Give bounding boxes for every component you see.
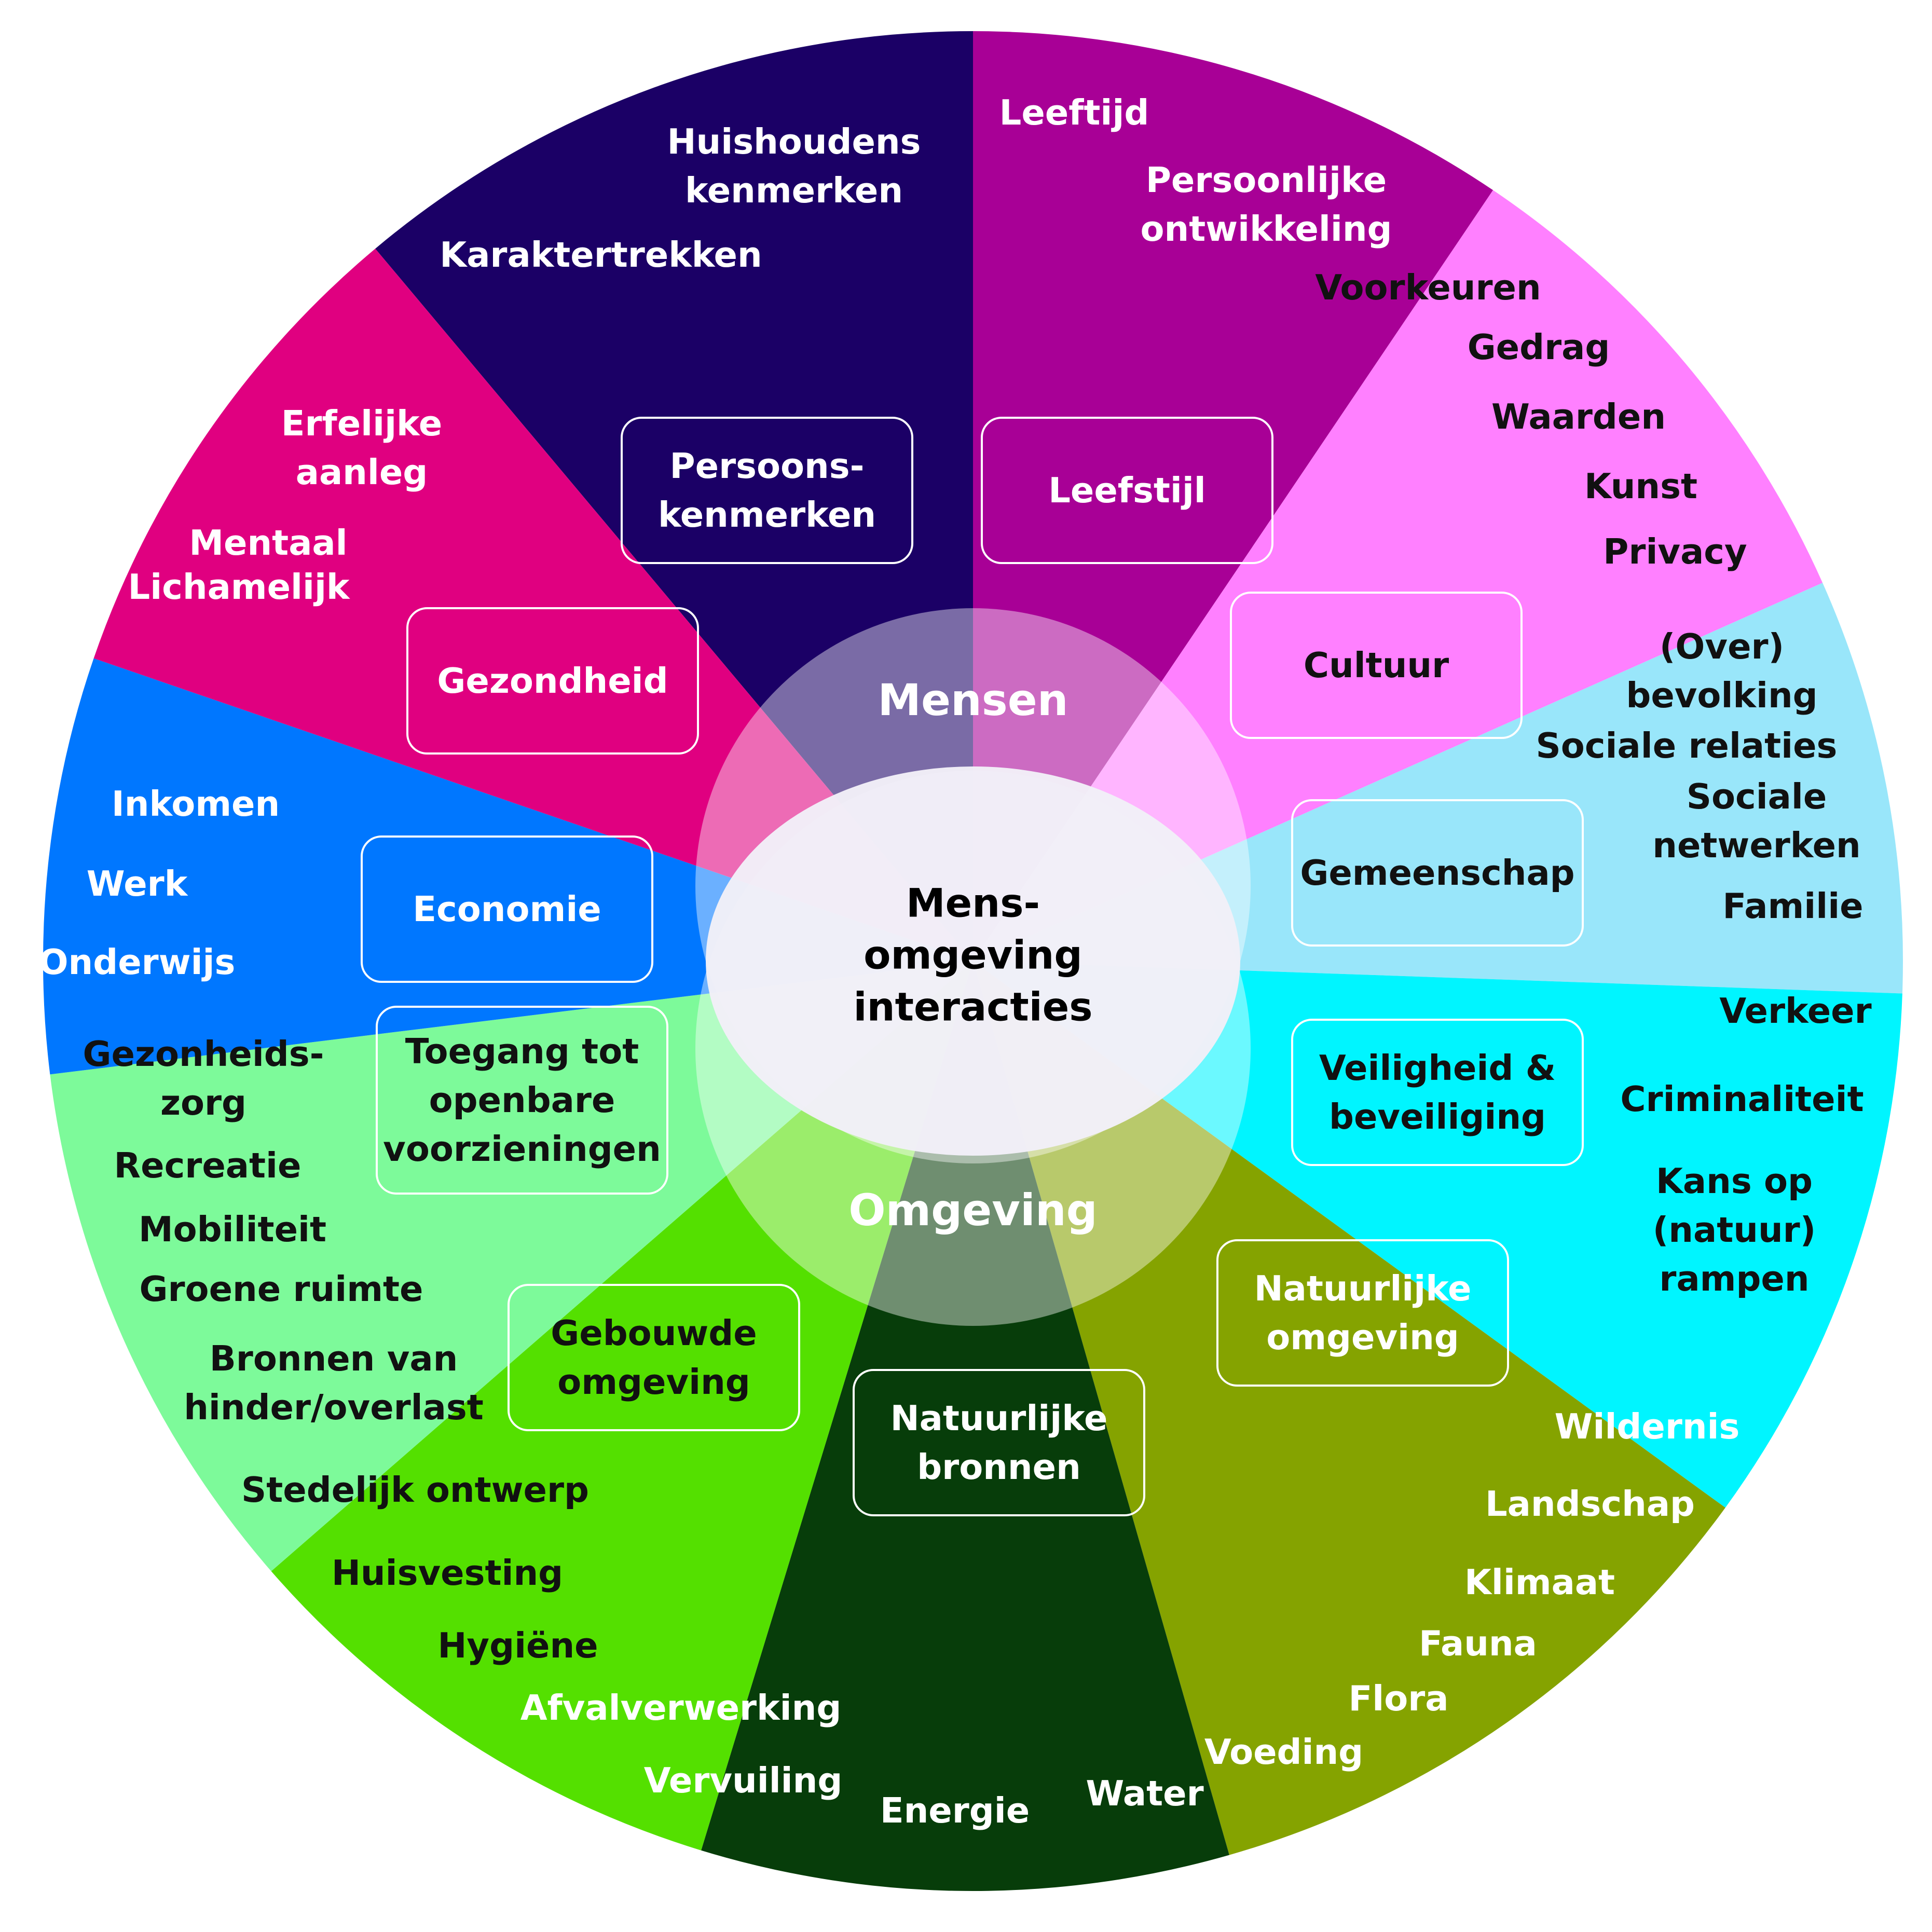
sector-item-label: Afvalverwerking: [520, 1688, 842, 1728]
sector-item-label: Kunst: [1584, 466, 1697, 506]
sector-item-label: Privacy: [1603, 531, 1747, 572]
sector-natuurlijke-omgeving: [973, 961, 1725, 1855]
category-label-cultuur: Cultuur: [1304, 645, 1449, 686]
sector-item-label: Voeding: [1204, 1732, 1363, 1772]
category-box-gebouwde-omgeving: [508, 1284, 800, 1431]
category-box-economie: [361, 835, 653, 983]
sector-item-label: Recreatie: [114, 1145, 302, 1186]
category-box-veiligheid: [1291, 1019, 1584, 1166]
sector-item-label: Mobiliteit: [139, 1209, 326, 1250]
sector-item-label: Criminaliteit: [1620, 1079, 1864, 1119]
sector-item-label: Mentaal: [189, 523, 347, 563]
sector-item-label: Hygiëne: [437, 1625, 598, 1666]
sector-item-label: Sociale relaties: [1536, 725, 1838, 766]
center-title-line-1: Mens-: [906, 880, 1040, 926]
sector-veiligheid: [973, 961, 1902, 1508]
category-box-natuurlijke-bronnen: [853, 1369, 1145, 1516]
core-ellipse: [706, 766, 1240, 1156]
category-box-cultuur: [1230, 592, 1523, 739]
sector-item-label: Verkeer: [1719, 991, 1871, 1031]
sector-item-label: Gedrag: [1468, 327, 1610, 367]
sector-natuurlijke-bronnen: [701, 961, 1229, 1892]
category-boxes-layer: Persoons-kenmerken LeefstijlCultuurGemeen…: [361, 417, 1584, 1516]
sector-gebouwde-omgeving: [271, 961, 973, 1851]
sector-item-label: Gezonheids-zorg: [83, 1034, 324, 1123]
sector-item-label: Leeftijd: [999, 92, 1149, 133]
sector-cultuur: [973, 190, 1823, 961]
sector-item-label: Karaktertrekken: [440, 235, 762, 275]
sector-item-label: Vervuiling: [644, 1760, 843, 1801]
sector-openbare-voorzieningen: [50, 961, 973, 1571]
category-label-persoonskenmerken: Persoons-kenmerken: [658, 446, 876, 535]
category-box-gemeenschap: [1291, 799, 1584, 947]
category-box-openbare-voorzieningen: [376, 1006, 668, 1195]
sector-gezondheid: [93, 249, 974, 962]
sector-item-label: Water: [1086, 1773, 1203, 1814]
sector-item-label: Onderwijs: [39, 942, 236, 982]
category-label-economie: Economie: [413, 889, 601, 929]
center-layer: Mensen Omgeving Mens- omgeving interacti…: [695, 608, 1251, 1326]
sector-item-label: Fauna: [1419, 1623, 1537, 1664]
category-label-gezondheid: Gezondheid: [437, 661, 668, 701]
category-label-veiligheid: Veiligheid &beveiliging: [1319, 1048, 1556, 1137]
center-title-line-3: interacties: [853, 984, 1092, 1030]
category-box-persoonskenmerken: [621, 417, 913, 564]
category-box-gezondheid: [406, 607, 699, 755]
sector-item-label: Klimaat: [1464, 1562, 1615, 1602]
sector-item-label: Waarden: [1491, 396, 1666, 437]
sector-item-label: Werk: [87, 864, 188, 904]
center-title-line-2: omgeving: [864, 932, 1082, 978]
category-box-leefstijl: [981, 417, 1273, 564]
category-label-gemeenschap: Gemeenschap: [1300, 853, 1574, 893]
sector-item-label: Voorkeuren: [1315, 267, 1541, 308]
sector-item-label: Lichamelijk: [128, 567, 350, 607]
sector-item-label: Huisvesting: [332, 1553, 563, 1593]
sector-leefstijl: [973, 31, 1493, 961]
sector-item-label: Kans op(natuur)rampen: [1653, 1161, 1816, 1299]
sector-item-label: Stedelijk ontwerp: [241, 1470, 589, 1510]
sector-item-label: Landschap: [1485, 1484, 1695, 1524]
sector-item-label: (Over)bevolking: [1626, 626, 1817, 716]
sector-item-label: Wildernis: [1555, 1406, 1740, 1447]
sector-item-label: Groene ruimte: [140, 1269, 423, 1309]
category-box-natuurlijke-omgeving: [1216, 1239, 1509, 1387]
sector-persoonskenmerken: [375, 31, 973, 961]
mensen-label: Mensen: [878, 675, 1068, 725]
sector-item-label: Familie: [1722, 886, 1863, 926]
category-label-leefstijl: Leefstijl: [1048, 470, 1206, 511]
sector-item-label: Flora: [1348, 1678, 1448, 1719]
sector-item-label: Energie: [880, 1790, 1030, 1831]
omgeving-label: Omgeving: [848, 1185, 1098, 1236]
sector-item-label: Inkomen: [112, 784, 280, 824]
